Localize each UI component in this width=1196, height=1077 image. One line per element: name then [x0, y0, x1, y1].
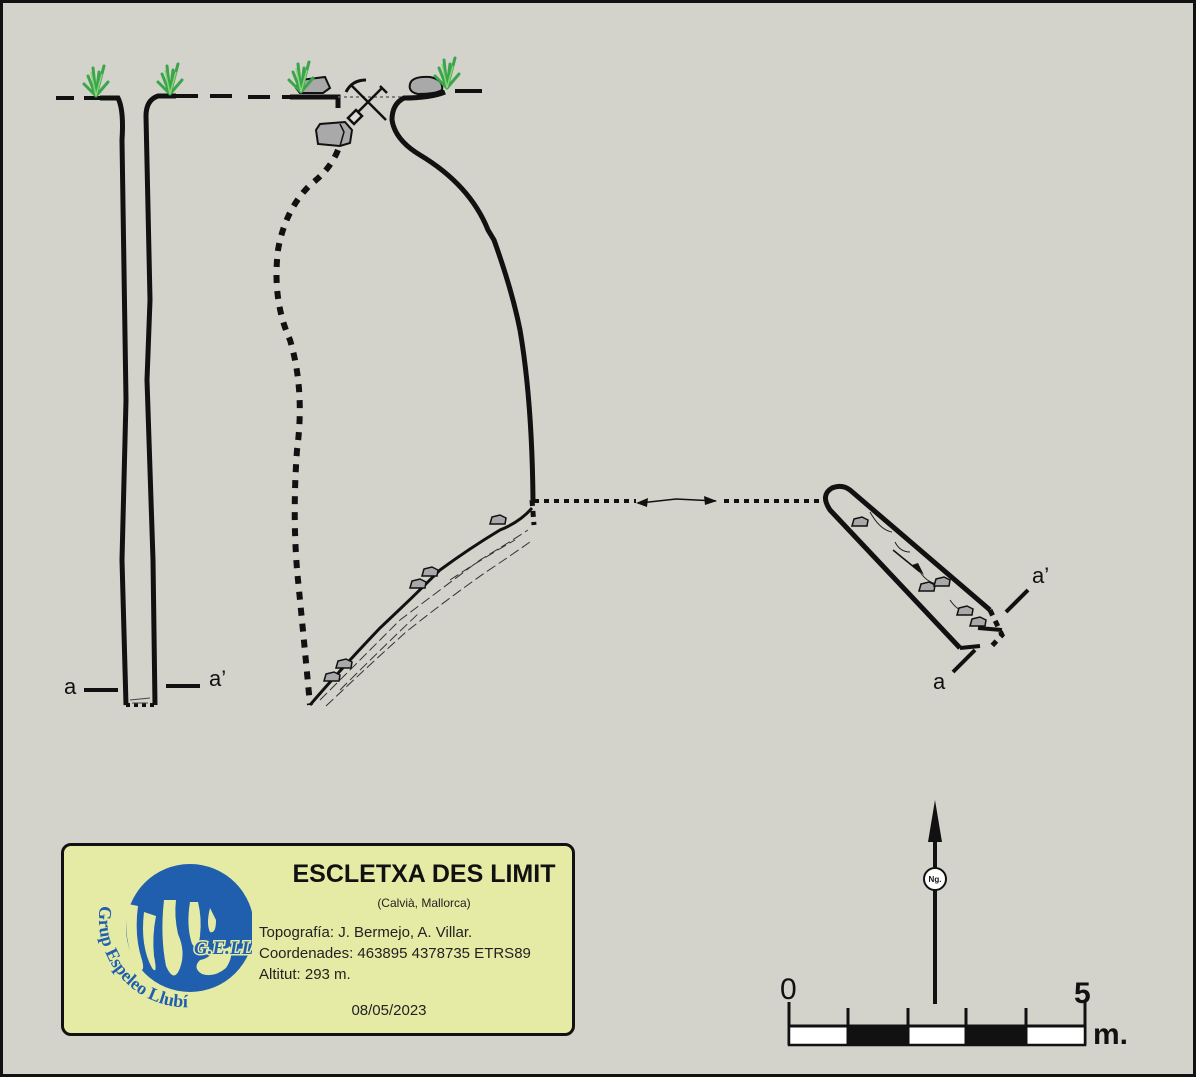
coordinates: Coordenades: 463895 4378735 ETRS89 — [259, 945, 531, 962]
boulder-icon — [409, 578, 427, 589]
surveyors: Topografía: J. Bermejo, A. Villar. — [259, 924, 473, 941]
cave-location: (Calvià, Mallorca) — [377, 896, 471, 910]
grass-icon — [156, 62, 184, 96]
scale-start-label: 0 — [780, 973, 797, 1006]
svg-text:G.E.LL.: G.E.LL. — [194, 938, 252, 959]
shaft-cross-section — [56, 62, 240, 707]
scale-unit-label: m. — [1093, 1018, 1128, 1051]
boulder-icon — [408, 75, 444, 96]
profile-section — [248, 56, 537, 707]
scale-bar: 0 5 m. — [780, 973, 1128, 1051]
section-marker-left: a a’ — [64, 666, 226, 699]
boulder-icon — [933, 576, 951, 587]
boulder-icon — [335, 658, 353, 669]
boulder-icon — [851, 516, 869, 527]
section-label-a: a — [64, 674, 77, 699]
plan-view — [823, 483, 1005, 650]
boulder-icon — [489, 514, 507, 525]
section-marker-right: a’ a — [933, 563, 1049, 694]
grass-icon — [82, 64, 110, 98]
section-label-a: a — [933, 669, 946, 694]
pick-and-shovel-icon — [344, 78, 388, 126]
logo-acronym: G.E.LL. — [193, 937, 253, 961]
boulder-icon — [421, 566, 439, 577]
north-arrow-icon: Ng. — [923, 800, 947, 1004]
cave-name: ESCLETXA DES LIMIT — [292, 860, 556, 888]
boulder-icon — [956, 605, 974, 616]
section-label-a-prime: a’ — [209, 666, 226, 691]
boulder-icon — [314, 120, 354, 148]
boulder-icon — [323, 671, 341, 682]
connection-line — [534, 496, 822, 507]
section-label-a-prime: a’ — [1032, 563, 1049, 588]
boulder-icon — [918, 581, 936, 592]
title-panel: G.E.LL. Grup Espeleo Llubí ESCLETXA DES … — [61, 843, 575, 1036]
altitude: Altitut: 293 m. — [259, 966, 351, 983]
survey-date: 08/05/2023 — [351, 1002, 427, 1019]
boulder-icon — [969, 616, 987, 627]
scale-end-label: 5 — [1074, 977, 1091, 1010]
north-label: Ng. — [929, 875, 942, 884]
gell-logo: G.E.LL. Grup Espeleo Llubí — [95, 864, 253, 1011]
